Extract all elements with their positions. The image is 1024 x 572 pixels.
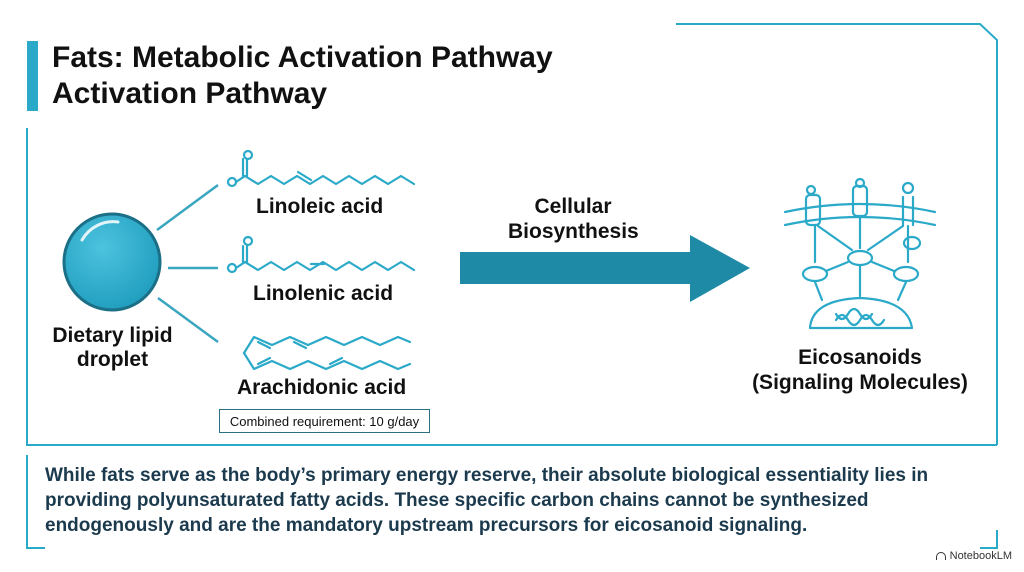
page-title: Fats: Metabolic Activation Pathway Activ… [52, 40, 553, 112]
biosynthesis-arrow-icon [460, 235, 750, 302]
linoleic-acid-label: Linoleic acid [256, 195, 384, 218]
title-line-1: Fats: Metabolic Activation Pathway [52, 41, 553, 74]
brand-name: NotebookLM [949, 550, 1012, 562]
arachidonic-acid-label: Arachidonic acid [237, 376, 407, 399]
arachidonic-acid-molecule-icon [242, 335, 412, 371]
lipid-droplet-icon [62, 212, 162, 312]
linoleic-acid-molecule-icon [226, 149, 416, 188]
linolenic-acid-molecule-icon [226, 235, 416, 274]
footer-summary: While fats serve as the body’s primary e… [45, 465, 929, 536]
process-label: Cellular Biosynthesis [508, 195, 639, 243]
brand-watermark: NotebookLM [935, 550, 1012, 562]
linolenic-acid-label: Linolenic acid [253, 282, 394, 305]
title-line-2: Activation Pathway [52, 77, 328, 110]
eicosanoid-cell-icon [783, 177, 937, 330]
title-accent-bar [27, 41, 38, 111]
connector-lines [156, 183, 219, 344]
requirement-box: Combined requirement: 10 g/day [219, 409, 430, 433]
product-label: Eicosanoids (Signaling Molecules) [752, 346, 968, 394]
lipid-droplet-label: Dietary lipid droplet [52, 324, 173, 371]
notebooklm-icon [935, 552, 946, 560]
